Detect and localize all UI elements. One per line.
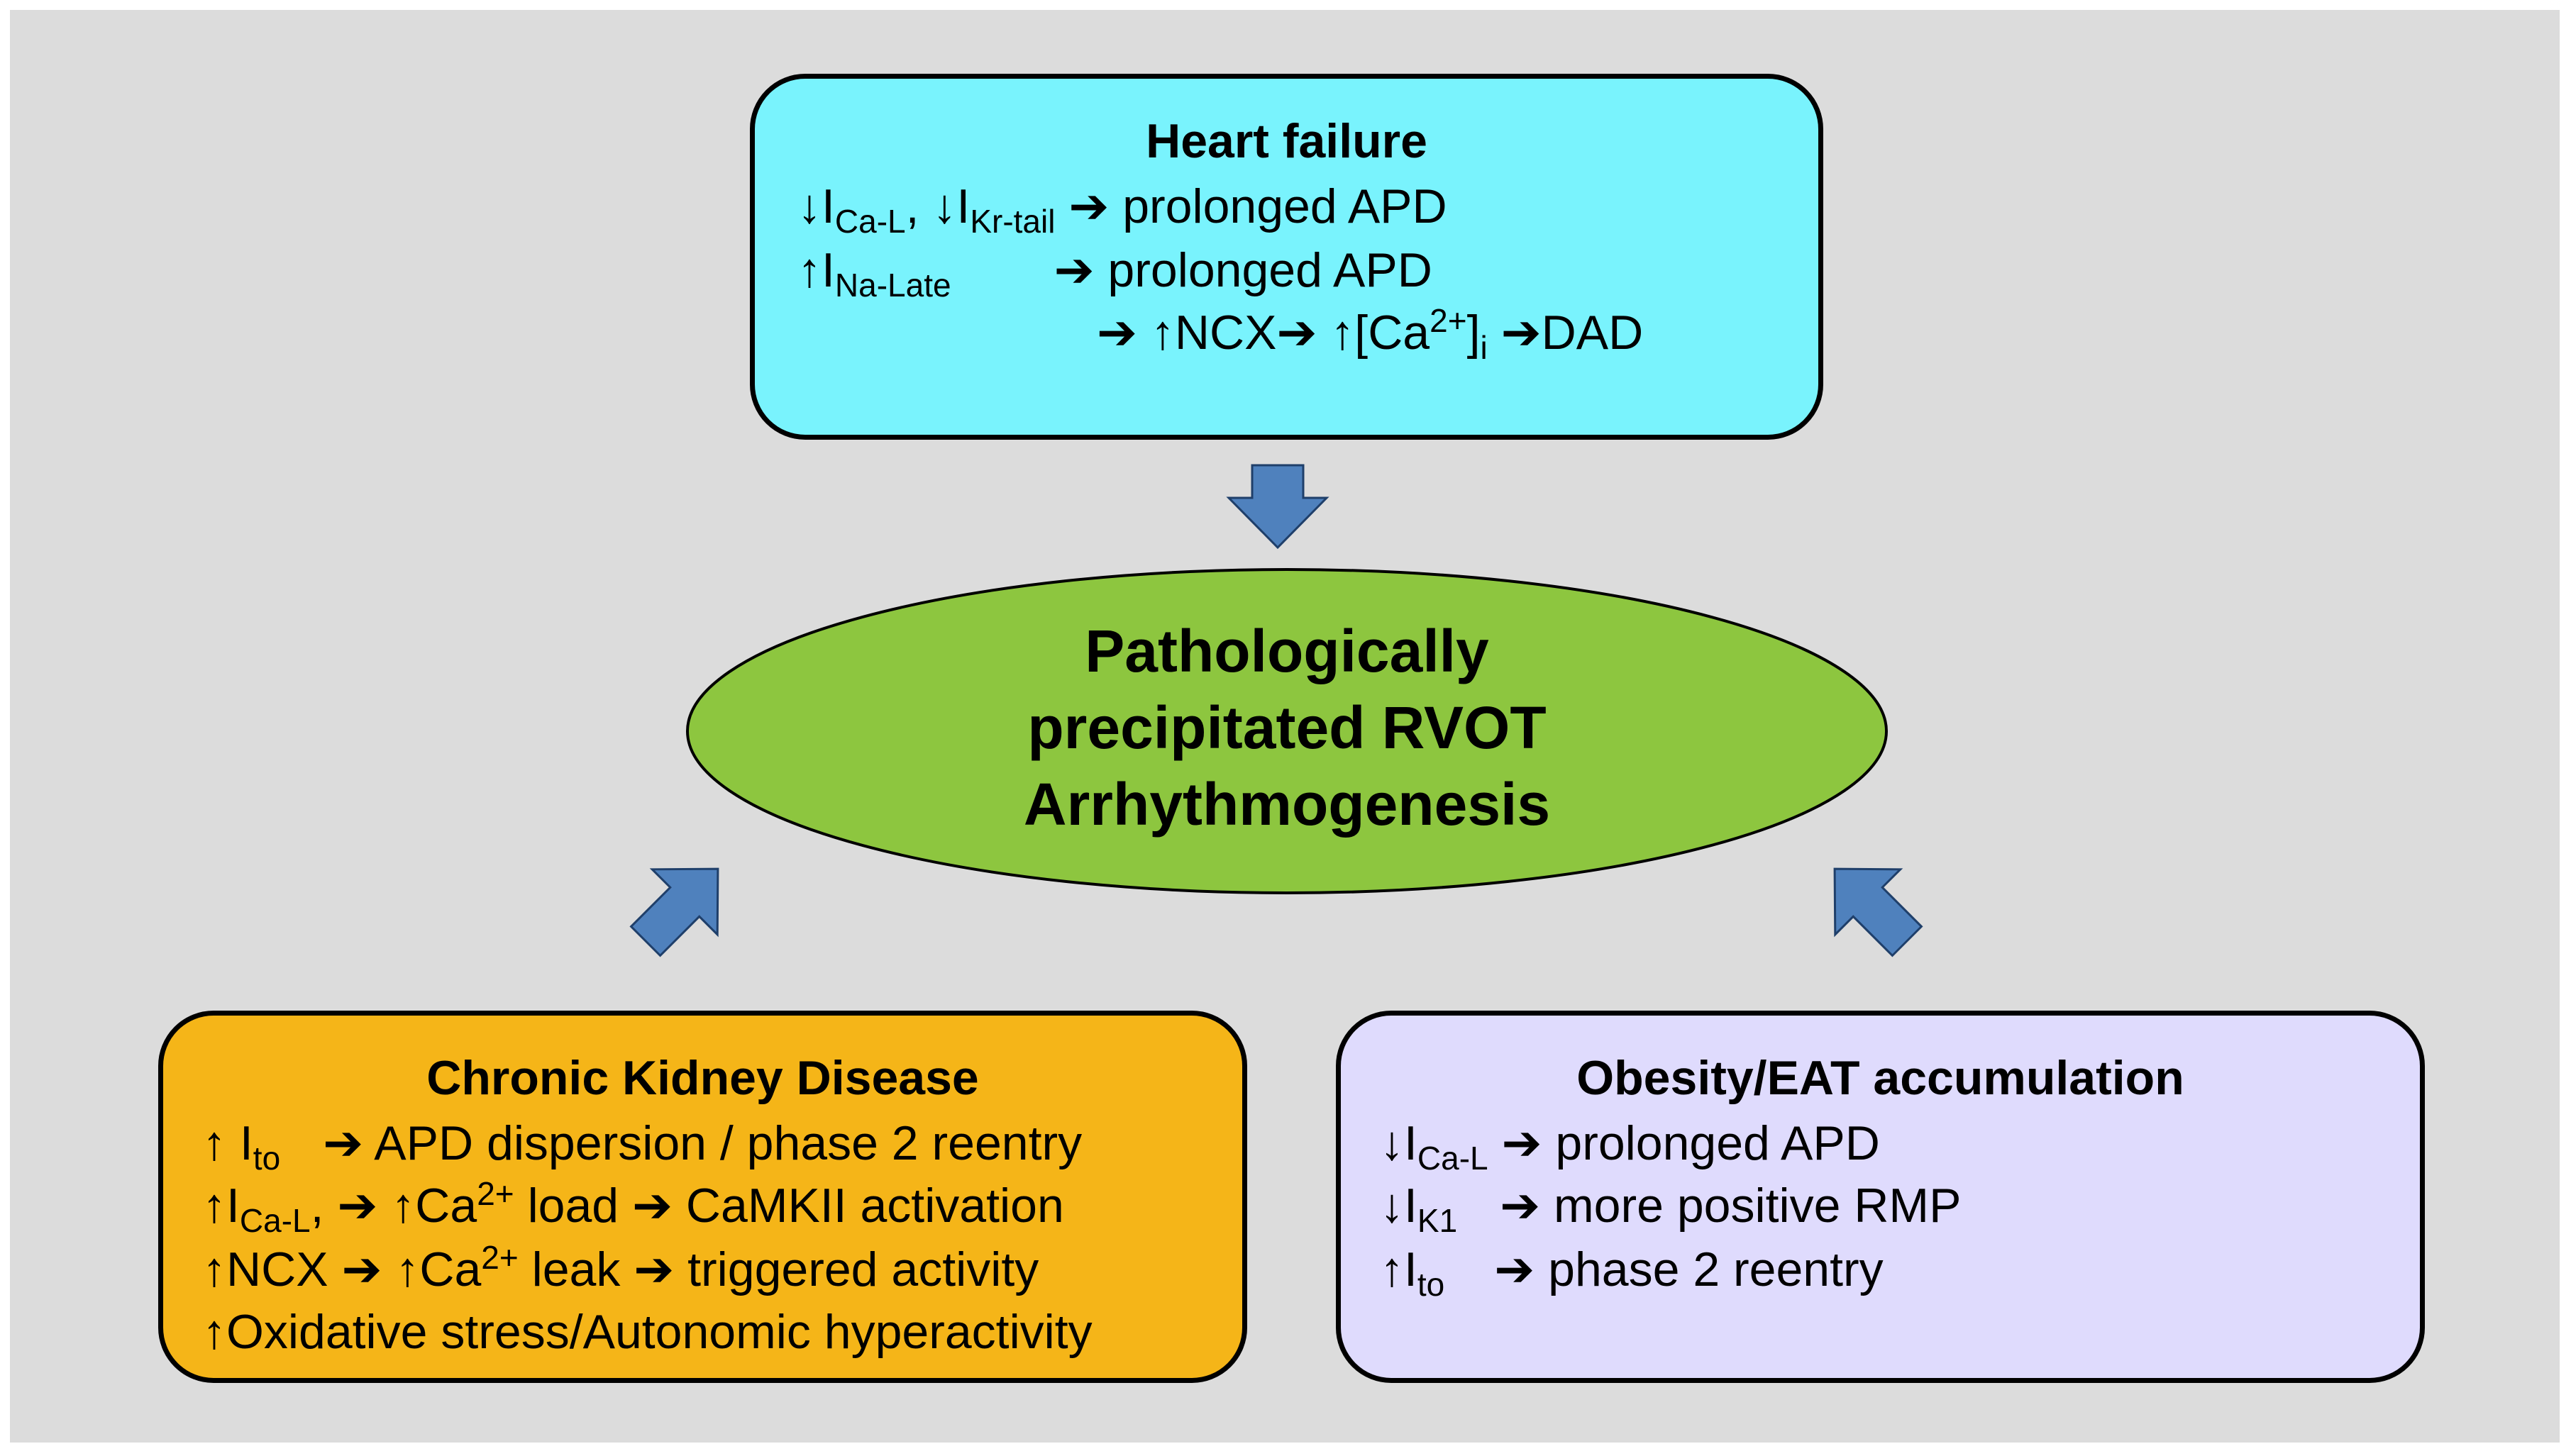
- heart-failure-title: Heart failure: [1146, 114, 1427, 168]
- center-line-3: Arrhythmogenesis: [1023, 771, 1551, 838]
- hf-line-2: ↑INa-Late➔ prolonged APD: [797, 243, 1432, 304]
- hf-line-3: ➔ ↑NCX➔ ↑[Ca2+]i ➔DAD: [1097, 302, 1644, 366]
- ob-line-3: ↑Ito➔ phase 2 reentry: [1380, 1243, 1884, 1303]
- ob-line-2: ↓IK1➔ more positive RMP: [1380, 1179, 1962, 1239]
- center-line-2: precipitated RVOT: [1027, 694, 1547, 761]
- center-label: Pathologically precipitated RVOT Arrhyth…: [755, 613, 1819, 843]
- ckd-line-3: ↑NCX ➔ ↑Ca2+ leak ➔ triggered activity: [202, 1239, 1039, 1296]
- ckd-box: Chronic Kidney Disease ↑ Ito➔ APD disper…: [158, 1011, 1247, 1383]
- ob-line-1: ↓ICa-L ➔ prolonged APD: [1380, 1116, 1880, 1177]
- ckd-title: Chronic Kidney Disease: [426, 1051, 979, 1105]
- diagram-graphics: [629, 464, 1923, 957]
- up-right-arrow-icon: [629, 867, 719, 957]
- heart-failure-box: Heart failure ↓ICa-L, ↓IKr-tail ➔ prolon…: [750, 74, 1823, 440]
- up-left-arrow-icon: [1833, 867, 1923, 957]
- ckd-line-1: ↑ Ito➔ APD dispersion / phase 2 reentry: [202, 1116, 1083, 1177]
- center-line-1: Pathologically: [1085, 618, 1489, 684]
- hf-line-1: ↓ICa-L, ↓IKr-tail ➔ prolonged APD: [797, 179, 1447, 240]
- down-arrow-icon: [1226, 464, 1329, 550]
- ckd-line-4: ↑Oxidative stress/Autonomic hyperactivit…: [202, 1305, 1093, 1359]
- center-ellipse: [686, 568, 1888, 894]
- ckd-line-2: ↑ICa-L, ➔ ↑Ca2+ load ➔ CaMKII activation: [202, 1175, 1064, 1239]
- obesity-box: Obesity/EAT accumulation ↓ICa-L ➔ prolon…: [1336, 1011, 2425, 1383]
- obesity-title: Obesity/EAT accumulation: [1576, 1051, 2184, 1105]
- diagram-canvas: Heart failure ↓ICa-L, ↓IKr-tail ➔ prolon…: [10, 10, 2560, 1443]
